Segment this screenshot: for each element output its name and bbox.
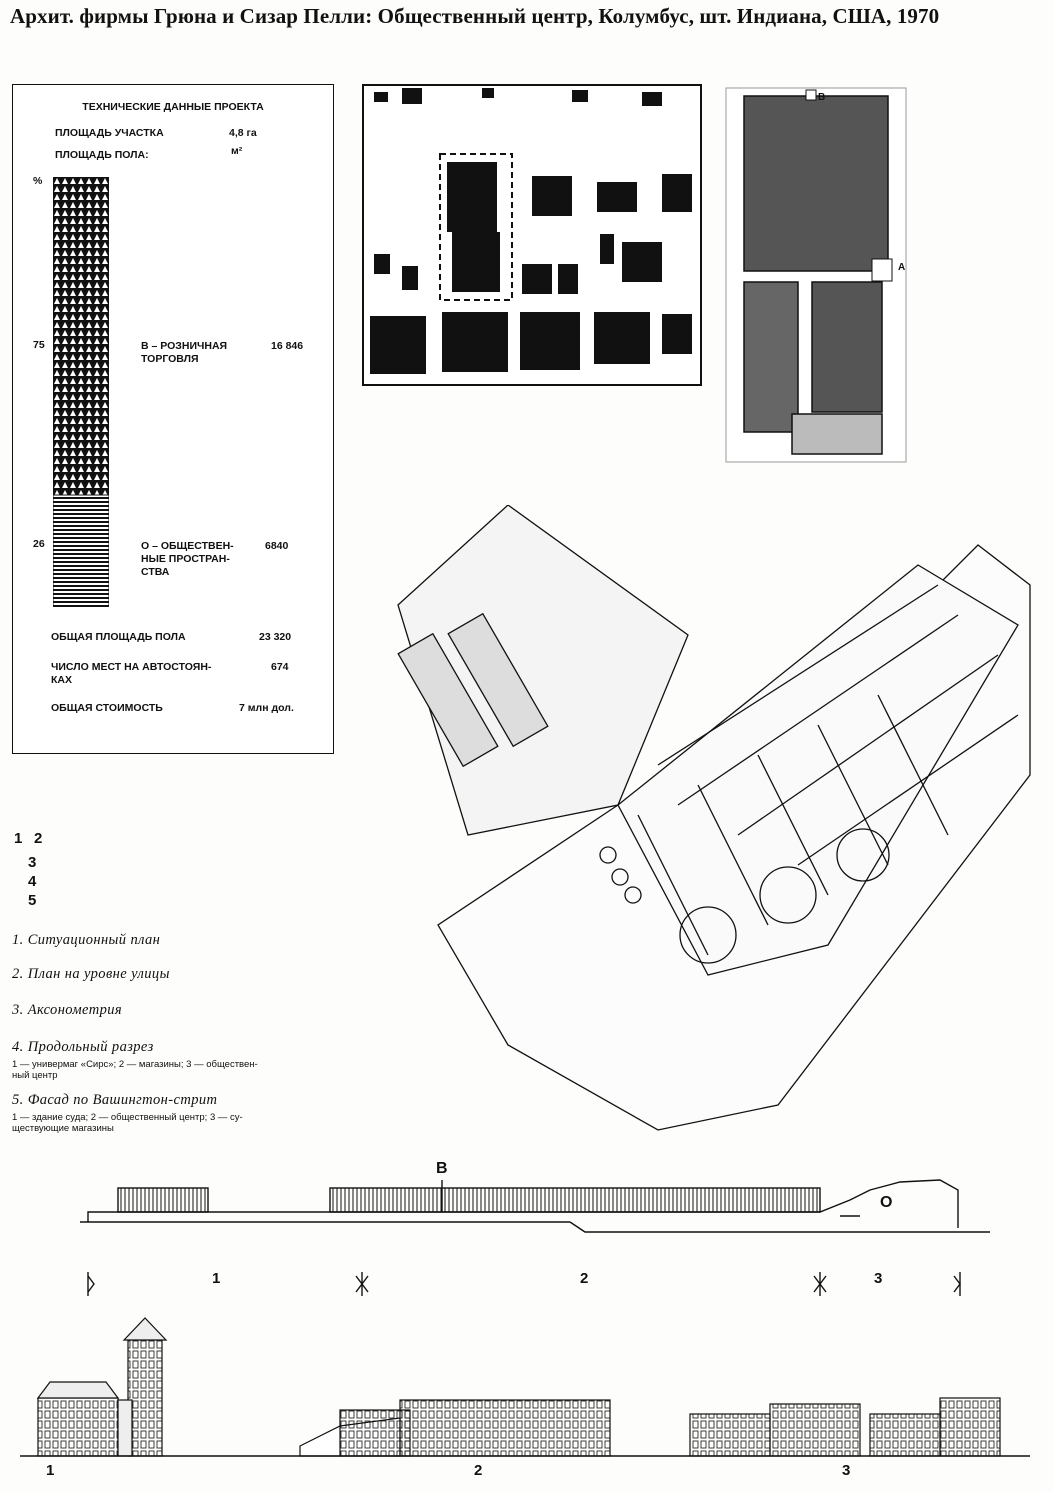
- tick-26: 26: [33, 538, 45, 550]
- page-title: Архит. фирмы Грюна и Сизар Пелли: Общест…: [10, 4, 940, 28]
- parking-value: 674: [271, 661, 289, 673]
- tick-75: 75: [33, 339, 45, 351]
- legend-num-5: 5: [28, 892, 37, 909]
- bar-segment-public-space: [53, 494, 109, 607]
- axonometric-drawing: [397, 505, 1031, 1131]
- section-label-o: О: [880, 1194, 893, 1211]
- facade-drawing: [20, 1317, 1030, 1457]
- legend-num-2: 2: [34, 830, 43, 847]
- public-space-value: 6840: [265, 540, 289, 552]
- legend-num-3: 3: [28, 854, 37, 871]
- parking-label: ЧИСЛО МЕСТ НА АВТОСТОЯН- КАХ: [51, 661, 212, 686]
- caption-4: 4. Продольный разрез: [12, 1039, 154, 1055]
- cost-label: ОБЩАЯ СТОИМОСТЬ: [51, 702, 163, 714]
- plan-label-b: В: [818, 92, 826, 103]
- caption-1: 1. Ситуационный план: [12, 932, 161, 948]
- tech-data-panel: ТЕХНИЧЕСКИЕ ДАННЫЕ ПРОЕКТА ПЛОЩАДЬ УЧАСТ…: [12, 84, 334, 754]
- facade-label-3: 3: [842, 1462, 851, 1479]
- zone-label-1: 1: [212, 1270, 221, 1287]
- facade-label-1: 1: [46, 1462, 55, 1479]
- floor-area-label: ПЛОЩАДЬ ПОЛА:: [55, 149, 149, 161]
- plan-label-a: А: [898, 262, 906, 273]
- caption-5-note: 1 — здание суда; 2 — общественный центр;…: [12, 1112, 243, 1134]
- caption-3: 3. Аксонометрия: [12, 1002, 123, 1018]
- street-level-plan-drawing: [725, 87, 907, 463]
- bar-segment-retail: [53, 177, 109, 496]
- total-floor-label: ОБЩАЯ ПЛОЩАДЬ ПОЛА: [51, 631, 186, 643]
- caption-4-note: 1 — универмаг «Сирс»; 2 — магазины; 3 — …: [12, 1059, 258, 1081]
- facade-label-2: 2: [474, 1462, 483, 1479]
- retail-value: 16 846: [271, 340, 304, 352]
- cost-value: 7 млн дол.: [239, 702, 294, 714]
- caption-2: 2. План на уровне улицы: [12, 966, 170, 982]
- zone-label-3: 3: [874, 1270, 883, 1287]
- zone-label-2: 2: [580, 1270, 589, 1287]
- total-floor-value: 23 320: [259, 631, 292, 643]
- site-plan-drawing: [362, 84, 702, 386]
- public-space-label: О – ОБЩЕСТВЕН- НЫЕ ПРОСТРАН- СТВА: [141, 540, 234, 578]
- longitudinal-section-drawing: [80, 1179, 990, 1233]
- site-area-label: ПЛОЩАДЬ УЧАСТКА: [55, 127, 164, 139]
- legend-num-4: 4: [28, 873, 37, 890]
- caption-5: 5. Фасад по Вашингтон-стрит: [12, 1092, 218, 1108]
- retail-label: В – РОЗНИЧНАЯ ТОРГОВЛЯ: [141, 340, 228, 365]
- floor-area-unit: м²: [231, 145, 243, 157]
- percent-sign: %: [33, 175, 43, 187]
- floor-area-share-bar: [53, 177, 109, 607]
- zone-markers: [87, 1272, 961, 1296]
- section-label-b: В: [436, 1160, 448, 1177]
- legend-num-1: 1: [14, 830, 23, 847]
- site-area-value: 4,8 га: [229, 127, 257, 139]
- tech-data-heading: ТЕХНИЧЕСКИЕ ДАННЫЕ ПРОЕКТА: [82, 101, 264, 113]
